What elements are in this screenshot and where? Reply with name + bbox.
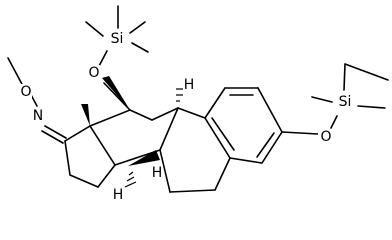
bond-c16-c15 [69,174,99,188]
bond-c4-c5 [229,157,263,164]
stereo-bonds [81,76,186,188]
bond-c17-c16 [64,140,71,176]
bond-c9-c8 [159,107,179,151]
hydrogen-9-label: H [184,77,195,93]
bond-c2-c3 [257,87,283,133]
bond-c12-c11 [129,109,153,121]
bond-c3-c4-inner [256,132,275,158]
bond-c11-c9 [151,107,179,121]
bond-o11-si1 [98,50,108,67]
bond-si2-methyl-right [357,105,386,109]
bond-methyl-oxime-o [7,57,24,87]
bond-c11-o11 [103,82,131,111]
bond-c9-c10 [177,107,206,119]
bond-c5-c10-inner [211,117,235,151]
oxygen-c11-label: O [88,65,99,81]
silicon-1-label: Si [111,31,124,47]
oxime-oxygen-label: O [20,84,31,100]
bond-si2-methyl-top [343,63,346,91]
oxygen-c3-label: O [320,129,331,145]
bond-c8-c7 [159,149,171,193]
hydrogen-14-label: H [113,187,124,203]
bond-c6-c5 [214,157,231,191]
bond-si2-methyl-left [311,96,333,103]
hydrogen-8-label: H [152,165,163,181]
bonds [7,5,389,193]
bond-c13-c12 [89,109,131,127]
bond-si1-methyl-far [129,21,146,34]
bond-si1-methyl-left [85,21,104,37]
bond-c10-c5 [204,117,231,159]
bond-methyl-top-right [344,63,389,81]
atom-labels: O N Si O Si O H H H [18,31,357,203]
bond-si1-methyl-right [131,42,149,53]
bond-c17-c13 [64,125,91,142]
bond-c3-o3 [281,131,319,135]
wedge-c13-methyl [81,104,90,126]
bond-c17-n-double-b [41,130,64,144]
bond-c15-c14 [97,164,116,188]
oxime-nitrogen-label: N [33,108,43,124]
bond-c7-c6 [169,189,216,193]
bond-c17-n-double-a [44,125,67,139]
wedge-c11-o [102,76,130,110]
wedge-c14-c14b [128,150,160,166]
bond-o3-si2 [330,115,338,129]
bond-c3-c4 [261,131,283,164]
bond-c13-c14 [89,125,116,166]
bond-c10-c1 [204,87,226,119]
silicon-2-label: Si [339,94,352,110]
hash-c8-h [124,171,137,188]
molecular-structure-diagram: O N Si O Si O H H H [7,5,389,203]
